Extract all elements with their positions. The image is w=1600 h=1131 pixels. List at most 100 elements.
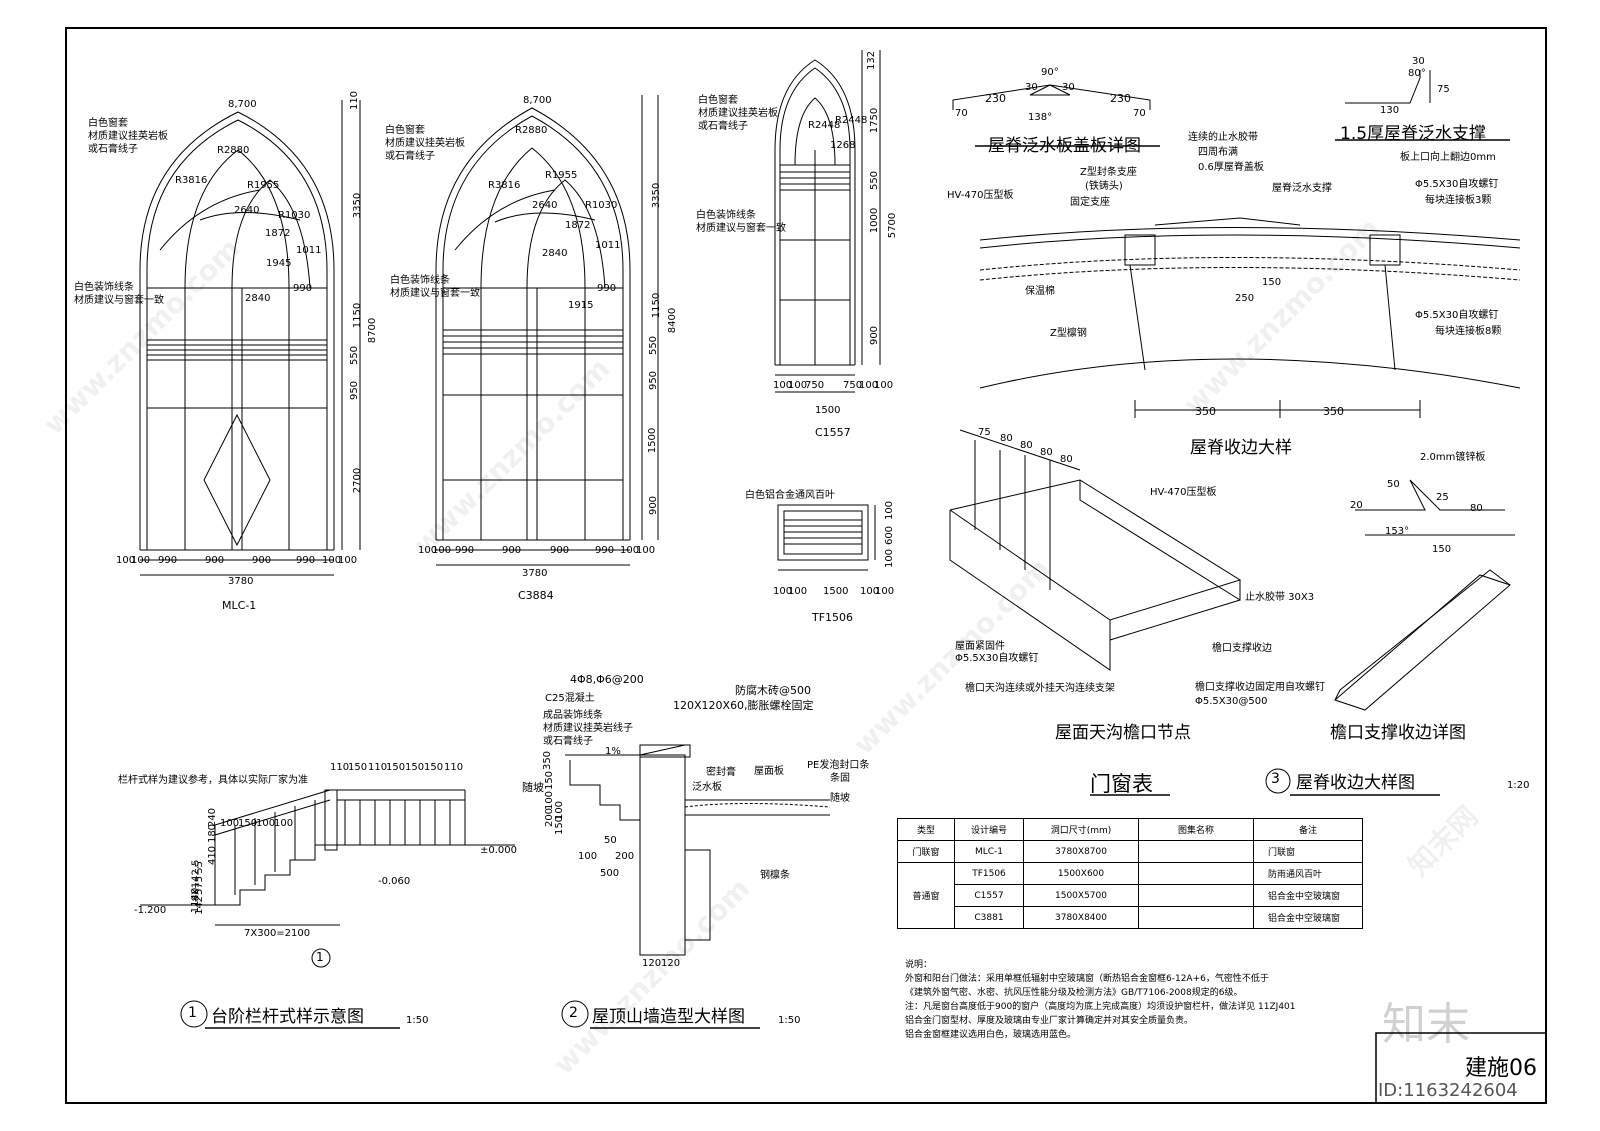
c1557-note-top-2: 材质建议挂英岩板 xyxy=(698,108,778,119)
gable-label-9: 泛水板 xyxy=(692,782,722,793)
schedule-header-cell: 洞口尺寸(mm) xyxy=(1023,818,1139,841)
c3884-inner-dim-4: 1915 xyxy=(568,300,594,311)
eave-dim-6: 150 xyxy=(1432,544,1452,555)
c3884-dim-r7: 1500 xyxy=(647,427,659,454)
c3884-note-top-3: 或石膏线子 xyxy=(385,151,435,162)
cover-dim-6: 70 xyxy=(1133,108,1146,119)
c3884-note-top-2: 材质建议挂英岩板 xyxy=(385,138,465,149)
c1557-dim-b5: 100 xyxy=(859,380,879,391)
stair-elev-1: ±0.000 xyxy=(480,845,518,856)
c3884-dim-r4: 1150 xyxy=(651,292,663,319)
mlc1-inner-dim-3: 1011 xyxy=(296,245,322,256)
gable-index: 2 xyxy=(569,1005,578,1021)
c3884-note-mid-2: 材质建议与窗套一致 xyxy=(390,288,480,299)
gutter-eave-title: 屋面天沟檐口节点 xyxy=(1055,723,1191,743)
c3884-top-width: 8,700 xyxy=(523,95,552,106)
support-dim-2: 80° xyxy=(1408,68,1426,79)
eave-support-title: 檐口支撑收边详图 xyxy=(1330,723,1466,743)
ridge-label-6: (铁铸头) xyxy=(1085,181,1123,192)
mlc1-dim-r1: 110 xyxy=(349,90,361,111)
mlc1-dim-r4: 1150 xyxy=(352,302,364,329)
ridge-edge-title: 屋脊收边大样 xyxy=(1190,438,1292,458)
c3884-dim-r5: 550 xyxy=(648,335,660,356)
schedule-cell: 1500X600 xyxy=(1023,862,1139,885)
c3884-dim-r8: 900 xyxy=(648,495,660,516)
stair-dim-t8: 100 xyxy=(220,818,240,829)
ridge-label-14: Φ5.5X30自攻螺钉 xyxy=(1415,310,1499,321)
gable-label-13: 随坡 xyxy=(522,781,544,794)
c3884-dim-b8: 100 xyxy=(636,545,656,556)
c3884-name: C3884 xyxy=(518,589,554,602)
door-window-schedule: 类型 设计编号 洞口尺寸(mm) 图集名称 备注 门联窗 MLC-1 3780X… xyxy=(897,818,1363,929)
c3884-inner-dim-2: 1872 xyxy=(565,220,591,231)
tf1506-dim-b5: 100 xyxy=(875,586,895,597)
c1557-dim-r3: 550 xyxy=(869,170,881,191)
schedule-cell: TF1506 xyxy=(954,862,1024,885)
schedule-note-line: 外窗和阳台门做法：采用单框低辐射中空玻璃窗（断热铝合金窗框6-12A+6，气密性… xyxy=(905,974,1269,984)
schedule-cell: MLC-1 xyxy=(954,840,1024,863)
c3884-dim-b7: 100 xyxy=(620,545,640,556)
ridge-dim-2: 250 xyxy=(1235,293,1255,304)
table-row: 普通窗 TF1506 1500X600 防雨通风百叶 xyxy=(897,862,1363,929)
mlc1-dim-r6: 950 xyxy=(349,380,361,401)
schedule-cell xyxy=(1138,906,1254,929)
tf1506-name: TF1506 xyxy=(812,611,854,624)
schedule-cell: 铝合金中空玻璃窗 xyxy=(1253,884,1363,907)
ridge-label-9: 板上口向上翻边0mm xyxy=(1400,152,1496,163)
stair-elev-2: -0.060 xyxy=(378,876,411,887)
schedule-note-line: 《建筑外窗气密、水密、抗风压性能分级及检测方法》GB/T7106-2008规定的… xyxy=(905,988,1243,998)
mlc1-dim-b6: 990 xyxy=(296,555,316,566)
gable-dim-13: 120 xyxy=(661,958,681,969)
stair-index: 1 xyxy=(188,1005,197,1021)
mlc1-radius-2: R2880 xyxy=(217,145,250,156)
image-id-label: ID:1163242604 xyxy=(1378,1080,1518,1101)
c1557-total-width: 1500 xyxy=(815,405,841,416)
schedule-cell: 1500X5700 xyxy=(1023,884,1139,907)
ridge-label-1: HV-470压型板 xyxy=(947,190,1014,201)
table-row: 门联窗 MLC-1 3780X8700 门联窗 xyxy=(897,840,1363,863)
mlc1-radius-1: R3816 xyxy=(175,175,208,186)
schedule-cell: 普通窗 xyxy=(897,862,955,929)
schedule-note-line: 说明： xyxy=(905,960,933,970)
stair-dim-l4: 55 xyxy=(193,861,205,874)
gutter-label-8: Φ5.5X30@500 xyxy=(1195,696,1268,707)
tf1506-dim-b1: 100 xyxy=(773,586,793,597)
schedule-header-row: 类型 设计编号 洞口尺寸(mm) 图集名称 备注 xyxy=(897,818,1363,841)
mlc1-dim-r7: 2700 xyxy=(352,467,364,494)
mlc1-note-top-2: 材质建议挂英岩板 xyxy=(88,131,168,142)
mlc1-dim-b2: 100 xyxy=(131,555,151,566)
tf1506-dim-b2: 100 xyxy=(788,586,808,597)
schedule-note-line: 注：凡是窗台高度低于900的窗户（高度均为底上完成高度）均须设护窗栏杆，做法详见… xyxy=(905,1002,1296,1012)
c1557-dim-b2: 100 xyxy=(788,380,808,391)
ridge-flashing-cover-drawing xyxy=(952,84,1151,110)
c1557-radius-2: R2448 xyxy=(835,115,868,126)
schedule-header-cell: 类型 xyxy=(897,818,955,841)
gable-label-7: 120X120X60,膨胀螺栓固定 xyxy=(673,699,814,712)
cover-dim-5: 70 xyxy=(955,108,968,119)
schedule-note-line: 铝合金门窗型材、厚度及玻璃由专业厂家计算确定并对其安全质量负责。 xyxy=(905,1016,1194,1026)
ridge-label-2: 连续的止水胶带 xyxy=(1188,132,1258,143)
sheet-border xyxy=(65,27,1547,1104)
c3884-total-width: 3780 xyxy=(522,568,548,579)
schedule-header-cell: 图集名称 xyxy=(1138,818,1254,841)
gutter-dim-2: 80 xyxy=(1000,433,1013,444)
c1557-dim-r4: 1000 xyxy=(869,207,881,234)
stair-elev-3: -1.200 xyxy=(134,905,167,916)
c1557-note-mid-1: 白色装饰线条 xyxy=(696,210,756,221)
stair-dim-t11: 100 xyxy=(274,818,294,829)
stair-section-mark: 1 xyxy=(316,950,324,964)
mlc1-dim-b1: 100 xyxy=(116,555,136,566)
gable-dim-1: 1% xyxy=(605,746,621,757)
eave-dim-3: 80 xyxy=(1470,503,1483,514)
schedule-header-cell: 设计编号 xyxy=(954,818,1024,841)
gutter-dim-4: 80 xyxy=(1040,447,1053,458)
stair-title: 台阶栏杆式样示意图 xyxy=(211,1007,364,1027)
stair-dim-t1: 110 xyxy=(330,762,350,773)
gable-label-8: 密封膏 xyxy=(706,767,736,778)
schedule-cell: 门联窗 xyxy=(1253,840,1363,863)
ridge-edge-large-title: 屋脊收边大样图 xyxy=(1296,773,1415,793)
stair-dim-t10: 100 xyxy=(256,818,276,829)
window-mlc1-drawing xyxy=(139,100,361,576)
mlc1-dim-r5: 550 xyxy=(349,345,361,366)
